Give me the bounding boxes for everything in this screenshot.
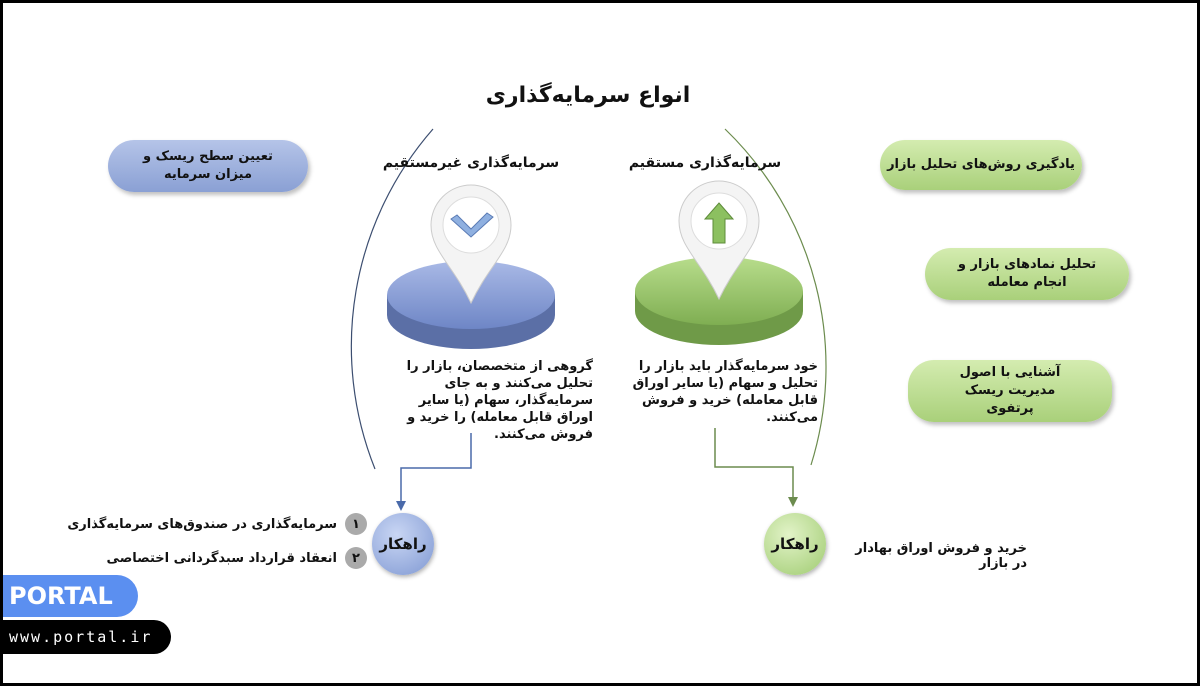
indirect-heading: سرمایه‌گذاری غیرمستقیم	[382, 155, 560, 171]
solution-text: انعقاد قرارداد سبدگردانی اختصاصی	[106, 550, 337, 566]
direct-solution-circle: راهکار	[764, 513, 826, 575]
solution-item: ۲ انعقاد قرارداد سبدگردانی اختصاصی	[67, 547, 367, 569]
direct-description: خود سرمایه‌گذار باید بازار را تحلیل و سه…	[632, 359, 818, 425]
pill-risk-level: تعیین سطح ریسک و میزان سرمایه	[108, 140, 308, 192]
solution-text: سرمایه‌گذاری در صندوق‌های سرمایه‌گذاری	[67, 516, 337, 532]
direct-connector	[714, 428, 794, 499]
direct-solution-text: خرید و فروش اوراق بهادار در بازار	[855, 541, 1027, 571]
indirect-description: گروهی از متخصصان، بازار را تحلیل می‌کنند…	[406, 359, 593, 442]
pill-learn-analysis: یادگیری روش‌های تحلیل بازار	[880, 140, 1082, 190]
portal-logo: PORTAL	[3, 575, 138, 617]
direct-heading: سرمایه‌گذاری مستقیم	[628, 155, 782, 171]
indirect-solution-circle: راهکار	[372, 513, 434, 575]
pill-analyze-symbols: تحلیل نمادهای بازار و انجام معامله	[925, 248, 1129, 300]
indirect-solutions-list: ۱ سرمایه‌گذاری در صندوق‌های سرمایه‌گذاری…	[67, 513, 367, 569]
diagram-lines	[350, 128, 827, 511]
indirect-connector	[400, 433, 472, 503]
indirect-arc	[350, 128, 434, 470]
number-badge: ۲	[345, 547, 367, 569]
direct-arc	[724, 128, 827, 466]
double-chevron-down-icon	[450, 212, 494, 238]
number-badge: ۱	[345, 513, 367, 535]
page-title: انواع سرمایه‌گذاری	[485, 83, 691, 108]
infographic: انواع سرمایه‌گذاری سرمایه‌گذاری غیرمستقی…	[3, 3, 1197, 683]
arrow-up-icon	[703, 202, 735, 244]
pill-risk-management: آشنایی با اصول مدیریت ریسک پرتفوی	[908, 360, 1112, 422]
portal-url: www.portal.ir	[3, 620, 171, 654]
indirect-pin	[430, 184, 512, 305]
solution-item: ۱ سرمایه‌گذاری در صندوق‌های سرمایه‌گذاری	[67, 513, 367, 535]
direct-pin	[678, 180, 760, 301]
